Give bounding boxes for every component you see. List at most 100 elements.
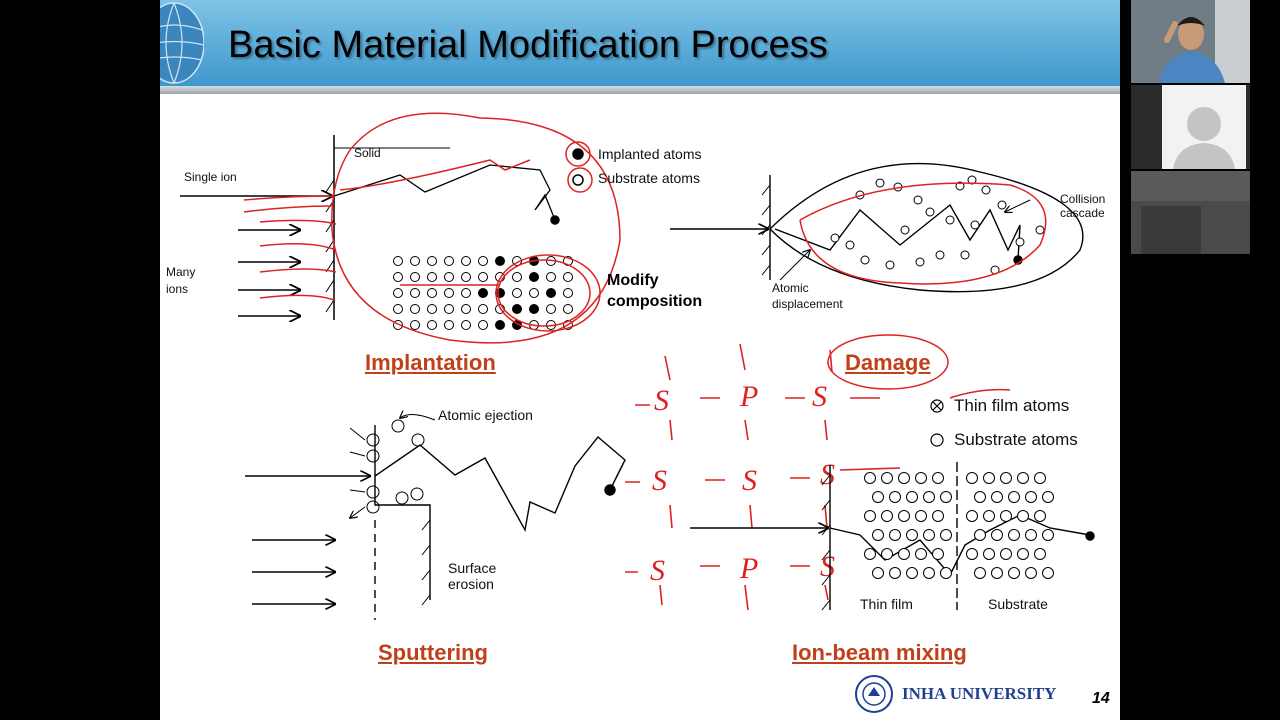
substrate-atom [410,272,420,282]
substrate-atom [546,272,556,282]
atom-lattice [393,256,573,330]
implantation-label: Implantation [365,350,496,375]
mixing-substrate-atom [1034,548,1046,560]
displaced-atom [1015,237,1025,247]
damage-diagram [670,162,1084,293]
displaced-atom [915,257,925,267]
damage-label: Damage [845,350,931,375]
mixing-substrate-atom [1042,567,1054,579]
mixing-substrate-atom [983,472,995,484]
substrate-atom [563,288,573,298]
mixing-substrate-atom [1025,529,1037,541]
thin-film-atom [881,548,893,560]
displaced-atom [955,181,965,191]
svg-text:S: S [820,458,835,491]
many-ions-label-1: Many [166,265,196,279]
thin-film-atom [889,491,901,503]
mixing-substrate-atom [1042,529,1054,541]
substrate-atom [512,272,522,282]
erosion-label-2: erosion [448,576,494,592]
substrate-atom [427,320,437,330]
implantation-diagram [180,135,584,330]
thin-film-atom [915,548,927,560]
presenter-video-tile[interactable] [1131,0,1250,83]
displaced-atom [913,195,923,205]
thin-film-atom [881,472,893,484]
participant-tile[interactable] [1131,85,1250,169]
substrate-atom [393,256,403,266]
mixing-substrate-atom [1000,472,1012,484]
substrate-atom [393,288,403,298]
thin-film-atom [889,567,901,579]
substrate-atom [427,304,437,314]
legend-implanted-atoms: Implanted atoms [598,146,702,162]
thin-film-label: Thin film [860,596,913,612]
displaced-atom [935,250,945,260]
displaced-atom [945,215,955,225]
thin-film-atom [906,529,918,541]
thin-film-atom [923,529,935,541]
displaced-atom [845,240,855,250]
thin-film-atom [906,491,918,503]
mixing-substrate-atom [1000,548,1012,560]
substrate-atom [444,304,454,314]
implanted-atom [495,256,505,266]
svg-text:S: S [652,464,667,497]
modify-label-2: composition [607,293,703,310]
svg-text:S: S [812,380,827,413]
displaced-atom [885,260,895,270]
mixing-substrate-atom [1008,529,1020,541]
legend-substrate-atoms: Substrate atoms [598,170,700,186]
displaced-atom [981,185,991,195]
implantation-annotations [243,112,621,344]
substrate-atom [461,272,471,282]
substrate-atom [393,304,403,314]
mixing-substrate-atom [991,491,1003,503]
svg-text:S: S [654,384,669,417]
mixing-atoms [864,472,1054,579]
displaced-atom [830,233,840,243]
mixing-substrate-atom [1034,510,1046,522]
substrate-atom [393,272,403,282]
substrate-atom [512,288,522,298]
legend-thin-film-atoms: Thin film atoms [954,396,1070,415]
mixing-substrate-atom [974,529,986,541]
title-banner: Basic Material Modification Process [160,0,1120,86]
thin-film-atom [898,472,910,484]
displaced-atom [925,207,935,217]
thin-film-atom [864,510,876,522]
displaced-atom [1035,225,1045,235]
ion-beam-mixing-label: Ion-beam mixing [792,640,967,665]
implanted-atom [495,320,505,330]
substrate-atom [478,320,488,330]
modify-label-1: Modify [607,272,659,289]
participant-video-tile[interactable] [1131,171,1250,254]
substrate-atom [444,320,454,330]
thin-film-atom [864,548,876,560]
mixing-substrate-atom [983,548,995,560]
presenter-video-icon [1131,0,1250,83]
substrate-atom [478,272,488,282]
implanted-atom [529,272,539,282]
substrate-atom [427,256,437,266]
many-ions-label-2: ions [166,282,189,296]
displaced-atom [875,178,885,188]
substrate-atom [546,304,556,314]
legend-mixing-substrate-atoms: Substrate atoms [954,430,1078,449]
substrate-atom [529,288,539,298]
thin-film-atom [872,529,884,541]
slide: Basic Material Modification Process [160,0,1120,720]
mixing-substrate-atom [1025,491,1037,503]
substrate-atom [427,288,437,298]
mixing-substrate-atom [1000,510,1012,522]
thin-film-atom [872,567,884,579]
displaced-atom [967,175,977,185]
thin-film-atom [932,472,944,484]
mixing-diagram [690,399,1095,611]
avatar-placeholder-icon [1162,85,1246,169]
university-logo: INHA UNIVERSITY [854,674,1056,714]
substrate-atom [444,272,454,282]
mixing-substrate-atom [1008,567,1020,579]
